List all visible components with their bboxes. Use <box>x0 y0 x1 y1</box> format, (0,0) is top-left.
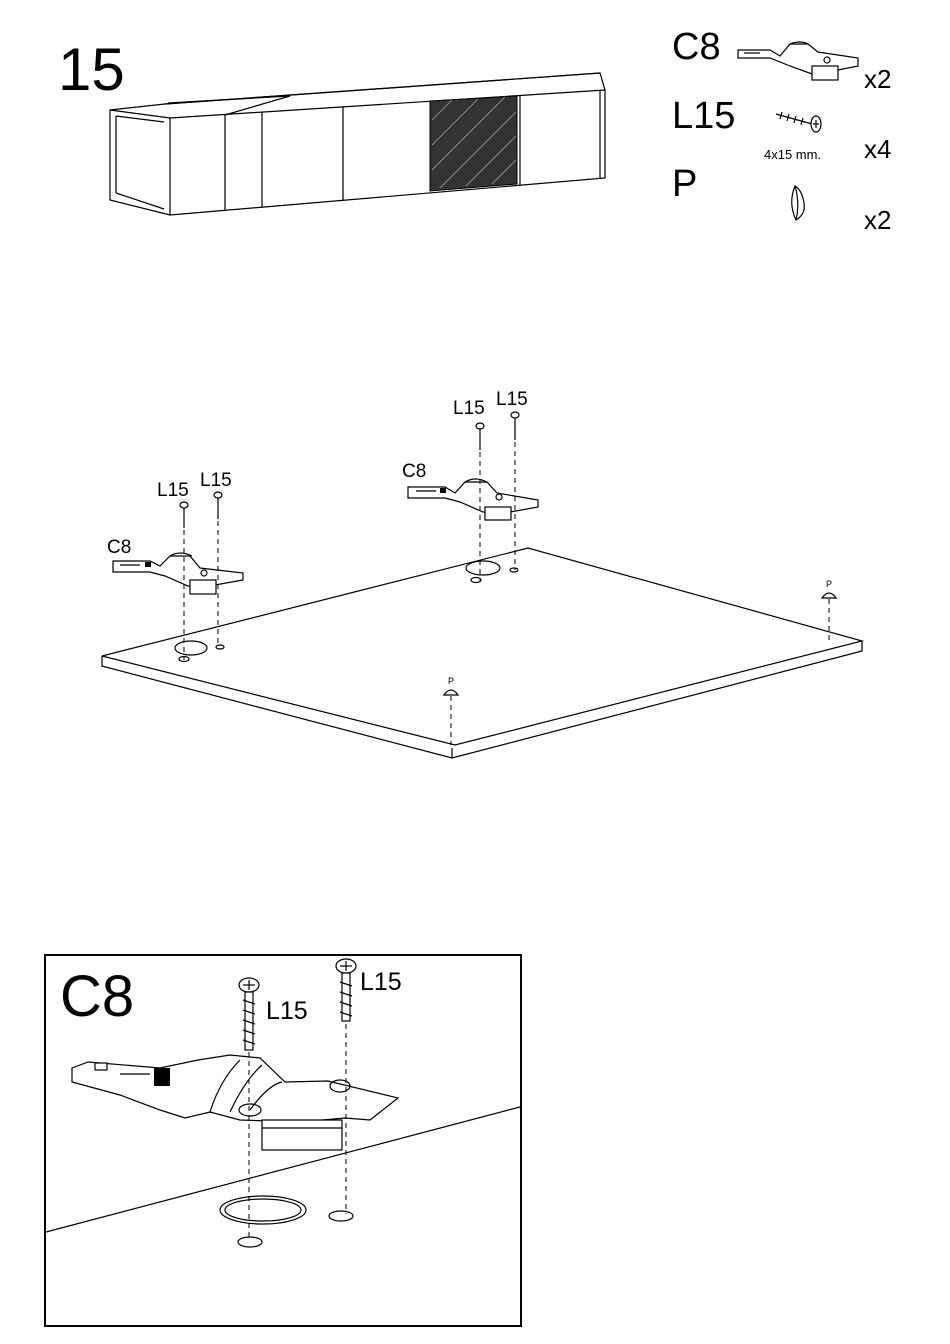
label-p-front: P <box>448 677 454 686</box>
part-code-l15: L15 <box>672 97 735 135</box>
label-c8-left: C8 <box>107 538 131 557</box>
screw-right-1 <box>476 423 484 450</box>
part-dimension-l15: 4x15 mm. <box>764 148 821 161</box>
detail-label-l15-2: L15 <box>360 970 402 995</box>
bumper-pad-icon <box>792 186 805 220</box>
label-p-right: P <box>826 580 832 589</box>
detail-screw-2 <box>336 959 356 1021</box>
cabinet-overview <box>110 73 605 215</box>
part-code-p: P <box>672 165 697 203</box>
bumper-pad-right <box>822 593 836 598</box>
screw-left-1 <box>180 502 188 528</box>
part-qty-p: x2 <box>864 207 891 233</box>
hinge-right <box>408 479 538 520</box>
detail-hinge <box>72 1055 398 1150</box>
step-number: 15 <box>58 40 125 100</box>
detail-title: C8 <box>60 968 134 1026</box>
hatched-door-panel <box>430 96 517 191</box>
part-qty-l15: x4 <box>864 136 891 162</box>
detail-screw-1 <box>239 978 259 1050</box>
part-code-c8: C8 <box>672 28 721 66</box>
label-l15-left-2: L15 <box>200 471 232 490</box>
hinge-icon <box>738 42 858 80</box>
part-qty-c8: x2 <box>864 66 891 92</box>
label-l15-right-2: L15 <box>496 390 528 409</box>
label-c8-right: C8 <box>402 462 426 481</box>
screw-right-2 <box>511 412 519 440</box>
hinge-left <box>113 553 243 594</box>
label-l15-left-1: L15 <box>157 481 189 500</box>
label-l15-right-1: L15 <box>453 399 485 418</box>
detail-holes <box>220 1196 353 1247</box>
screw-icon <box>776 112 821 132</box>
detail-label-l15-1: L15 <box>266 999 308 1024</box>
screw-left-2 <box>214 492 222 519</box>
